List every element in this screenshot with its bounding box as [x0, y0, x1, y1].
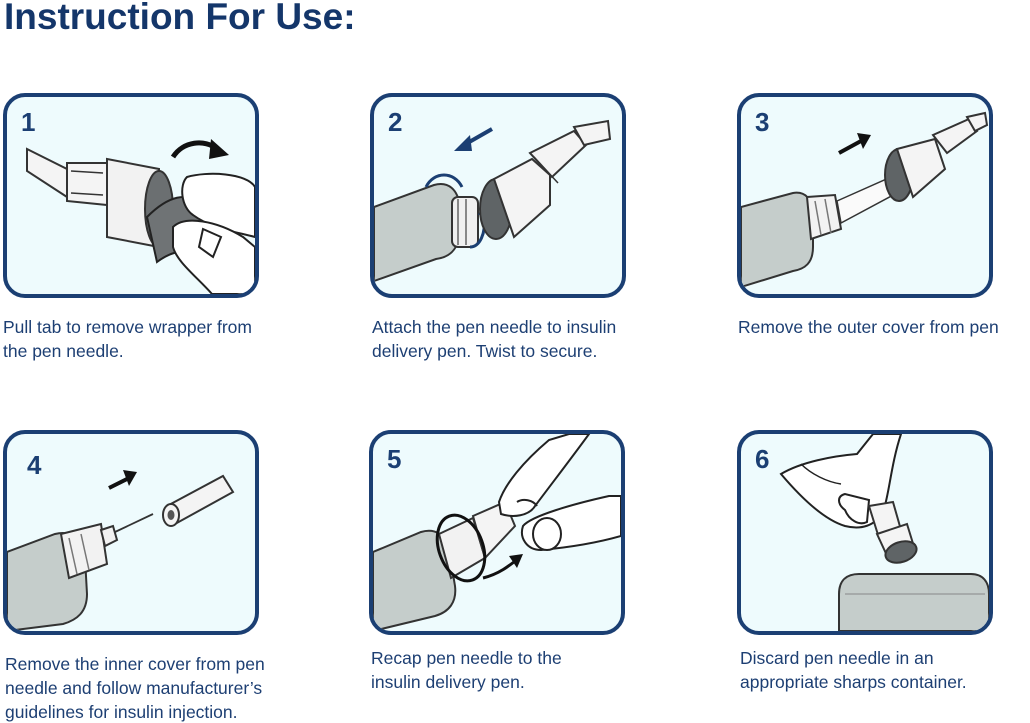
step-5-caption-line-2: insulin delivery pen. [371, 672, 525, 692]
step-4-illustration [7, 470, 235, 631]
step-5-caption: Recap pen needle to the insulin delivery… [371, 646, 671, 694]
step-1-panel: 1 [3, 93, 259, 298]
step-2-caption-line-2: delivery pen. Twist to secure. [372, 341, 598, 361]
step-1-caption-line-1: Pull tab to remove wrapper from [3, 317, 252, 337]
step-3-panel: 3 [737, 93, 993, 298]
step-6-caption: Discard pen needle in an appropriate sha… [740, 646, 1028, 694]
step-4-caption: Remove the inner cover from pen needle a… [5, 652, 305, 723]
step-6-number: 6 [755, 444, 770, 474]
step-5-caption-line-1: Recap pen needle to the [371, 648, 562, 668]
page-title: Instruction For Use: [4, 0, 356, 37]
step-6-panel: 6 [737, 430, 993, 635]
step-5-panel: 5 [369, 430, 625, 635]
step-4-caption-line-3: guidelines for insulin injection. [5, 702, 238, 722]
step-1-number: 1 [21, 107, 36, 137]
step-2-panel: 2 [370, 93, 626, 298]
step-4-caption-line-2: needle and follow manufacturer’s [5, 678, 263, 698]
step-3-caption-line-1: Remove the outer cover from pen [738, 317, 999, 337]
step-4-caption-line-1: Remove the inner cover from pen [5, 654, 265, 674]
step-6-caption-line-1: Discard pen needle in an [740, 648, 934, 668]
step-1-caption-line-2: the pen needle. [3, 341, 124, 361]
step-5-illustration [373, 434, 621, 631]
step-1-caption: Pull tab to remove wrapper from the pen … [3, 315, 303, 363]
step-1-illustration [26, 139, 255, 294]
step-6-illustration [779, 434, 989, 631]
step-2-caption-line-1: Attach the pen needle to insulin [372, 317, 617, 337]
step-3-number: 3 [755, 107, 770, 137]
step-6-caption-line-2: appropriate sharps container. [740, 672, 967, 692]
step-5-number: 5 [387, 444, 402, 474]
step-4-number: 4 [27, 450, 42, 480]
step-2-caption: Attach the pen needle to insulin deliver… [372, 315, 672, 363]
step-4-panel: 4 [3, 430, 259, 635]
step-2-illustration [374, 119, 612, 283]
step-3-caption: Remove the outer cover from pen [738, 315, 1028, 339]
step-3-illustration [741, 111, 989, 289]
step-2-number: 2 [388, 107, 403, 137]
